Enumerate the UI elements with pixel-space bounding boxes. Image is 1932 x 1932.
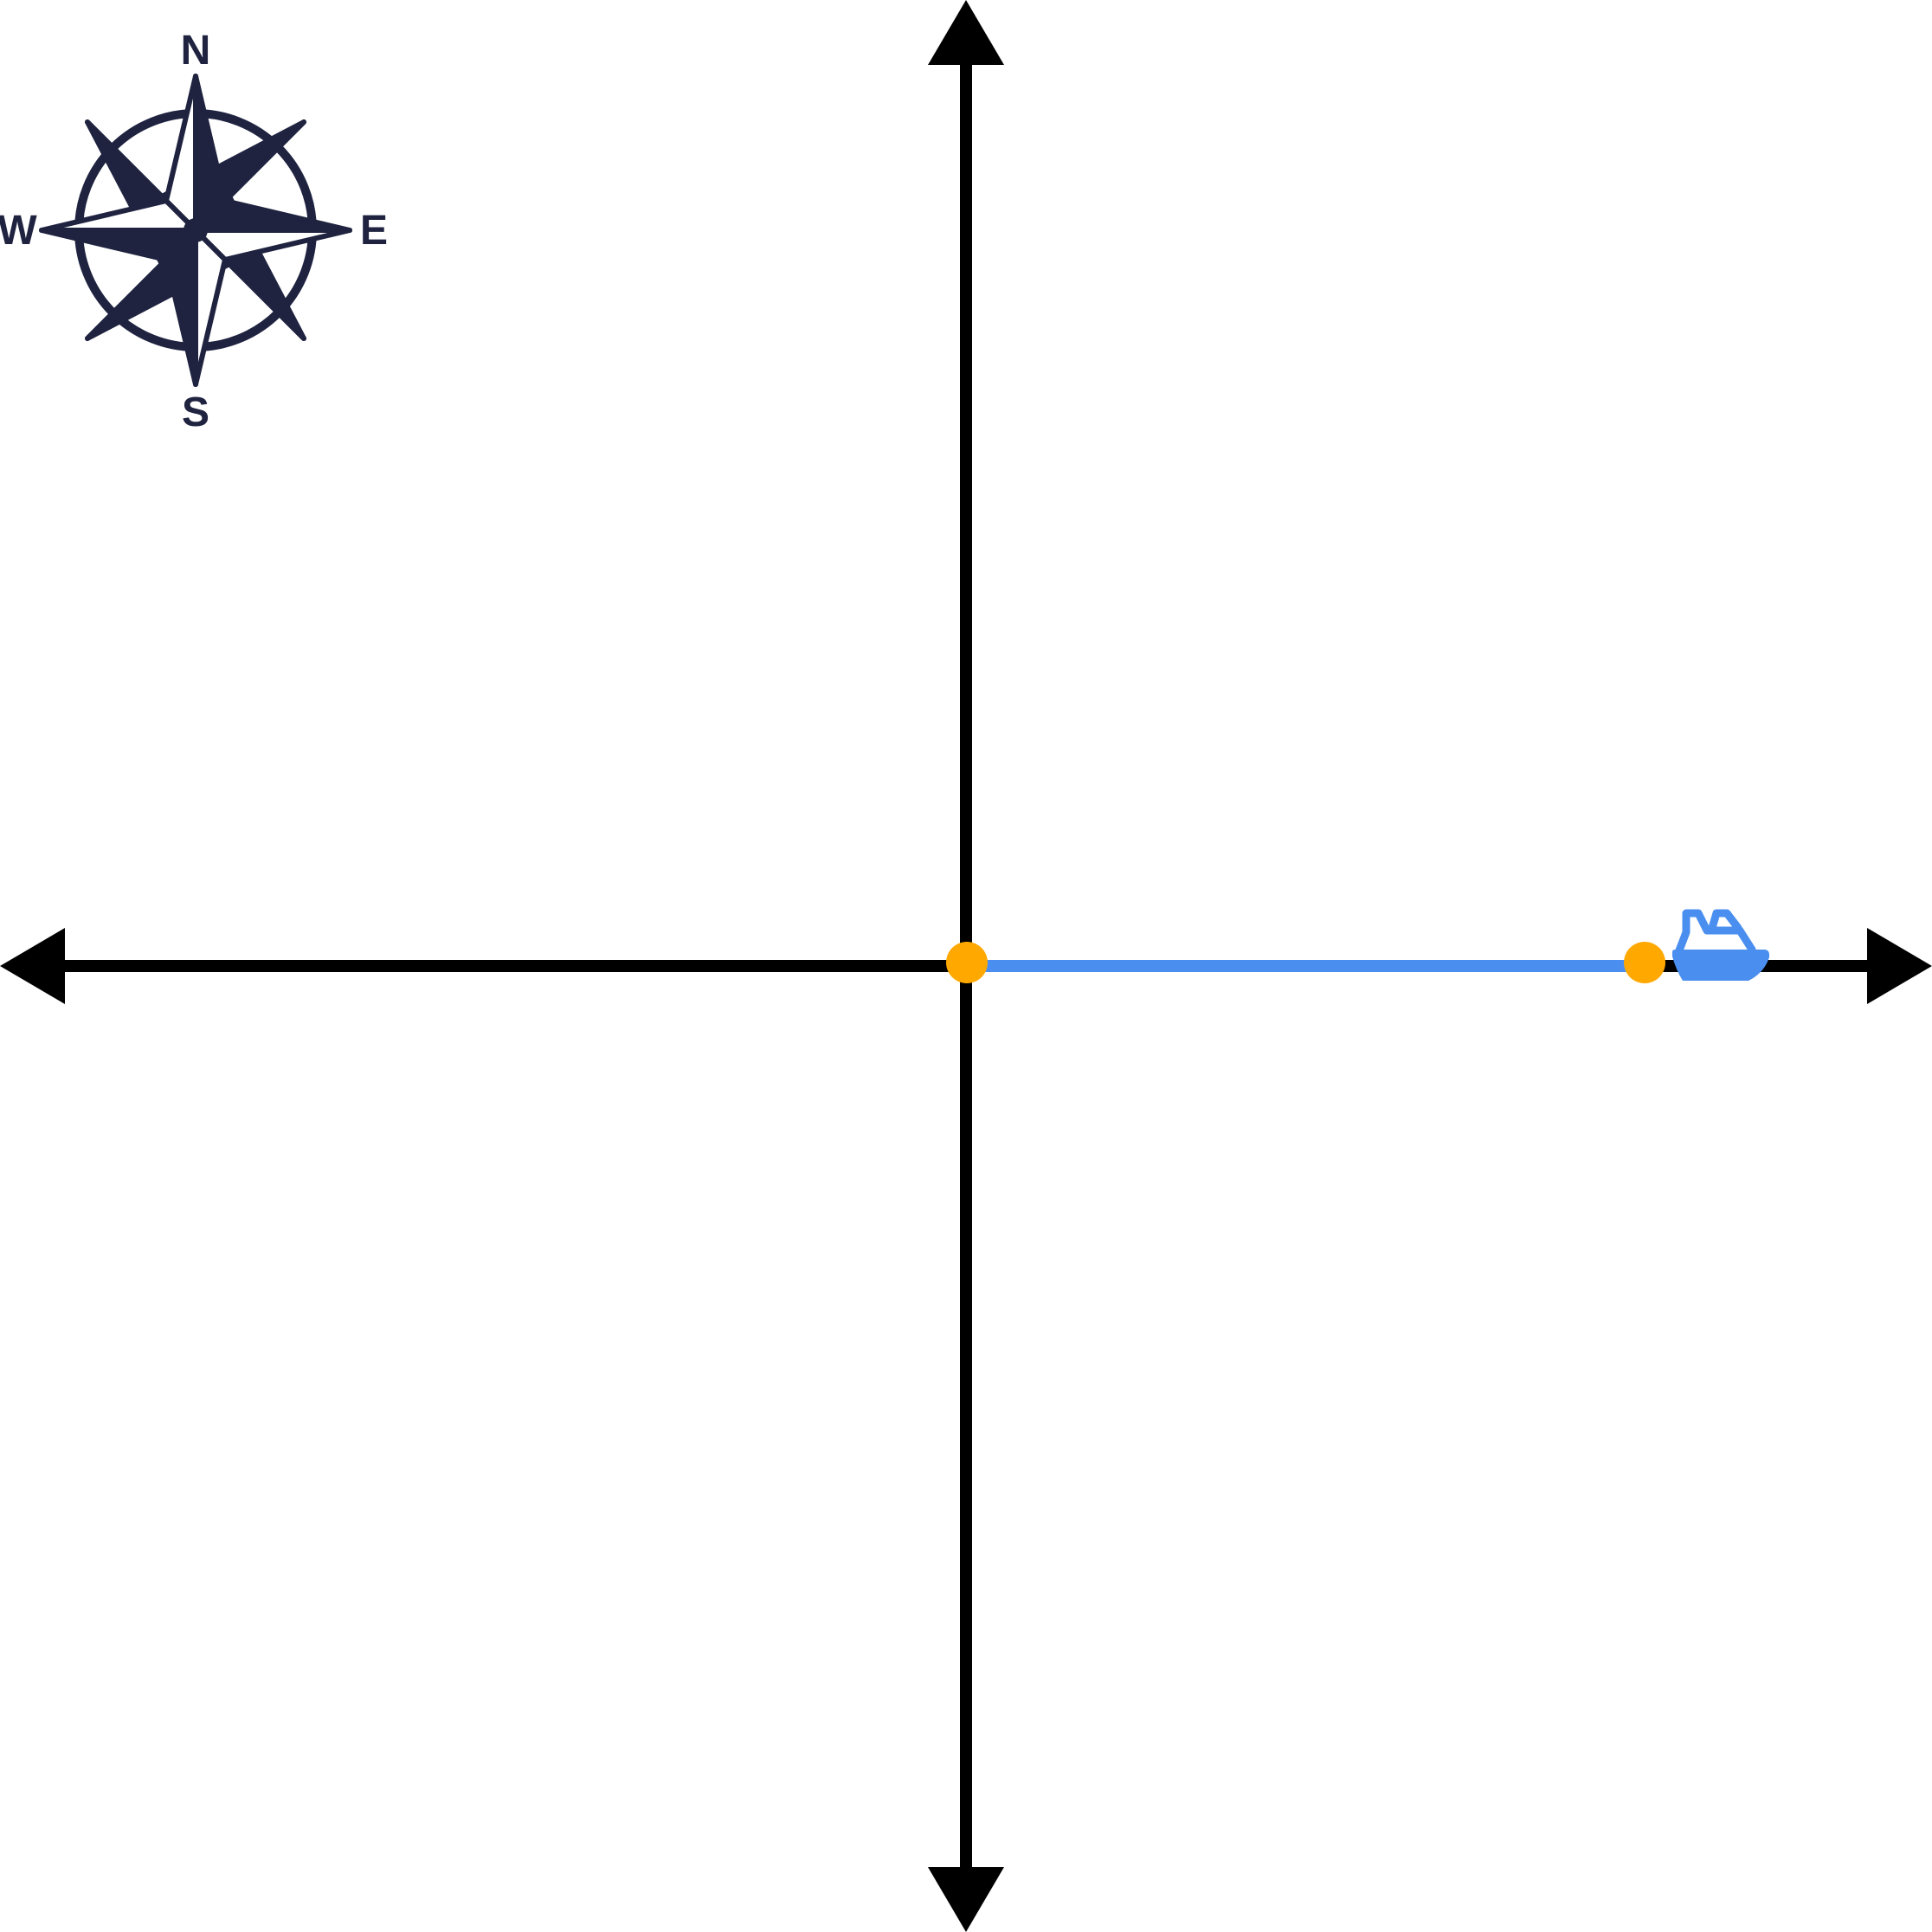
arrow-left-icon [0,928,65,1004]
route-start-point [946,942,988,983]
arrow-down-icon [928,1867,1004,1932]
compass-cardinal-points [39,74,352,387]
compass-center [184,218,208,242]
compass-south-label: S [182,390,209,435]
arrow-up-icon [928,0,1004,65]
compass-rose-icon: N E S W [0,28,388,435]
arrow-right-icon [1867,928,1932,1004]
compass-east-label: E [360,208,388,254]
ship-icon [1672,909,1769,981]
compass-west-label: W [0,208,37,254]
route-end-point [1624,942,1665,983]
compass-north-label: N [181,28,211,74]
